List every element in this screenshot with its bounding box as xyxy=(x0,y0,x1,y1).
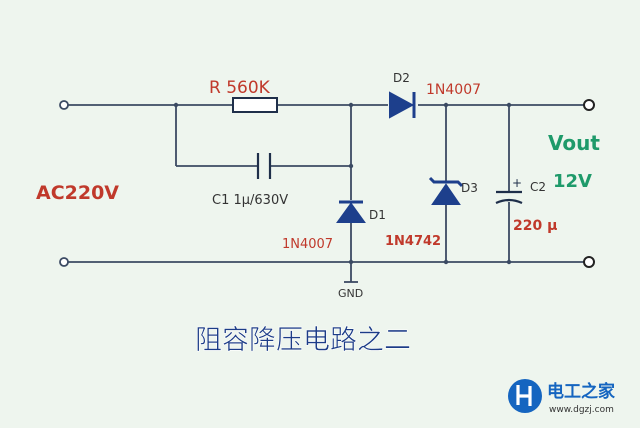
capacitor-c1-label: C1 1μ/630V xyxy=(212,193,288,208)
junction-dot xyxy=(443,102,449,108)
input-voltage-label: AC220V xyxy=(36,182,119,204)
junction-dot xyxy=(173,102,179,108)
output-terminal-bottom xyxy=(583,256,595,268)
d1-ref-label: D1 xyxy=(369,208,386,222)
input-terminal-bottom xyxy=(59,257,69,267)
junction-dot xyxy=(348,102,354,108)
input-terminal-top xyxy=(59,100,69,110)
diagram-title: 阻容降压电路之二 xyxy=(195,325,411,356)
junction-dot xyxy=(348,163,354,169)
d3-ref-label: D3 xyxy=(461,181,478,195)
junction-dot xyxy=(443,259,449,265)
terminals xyxy=(59,99,595,268)
d2-ref-label: D2 xyxy=(393,71,410,85)
junction-dot xyxy=(348,259,354,265)
c2-plus-sign: + xyxy=(512,176,522,190)
diode-d2 xyxy=(389,91,416,119)
diode-d1 xyxy=(336,200,366,223)
c2-ref-label: C2 xyxy=(530,180,546,194)
gnd-label: GND xyxy=(338,287,363,300)
logo-letter-icon xyxy=(516,385,532,406)
watermark-url: www.dgzj.com xyxy=(549,405,614,415)
capacitor-c1 xyxy=(256,153,272,179)
output-terminal-top xyxy=(583,99,595,111)
junction-dot xyxy=(506,102,512,108)
junctions xyxy=(173,102,512,265)
wires xyxy=(64,104,585,282)
watermark-logo: 电工之家 www.dgzj.com xyxy=(508,379,615,415)
vout-value-label: 12V xyxy=(553,171,592,192)
d3-part-label: 1N4742 xyxy=(385,234,441,249)
zener-diode-d3 xyxy=(428,176,464,205)
d2-part-label: 1N4007 xyxy=(426,82,481,98)
resistor-label: R 560K xyxy=(209,78,271,98)
junction-dot xyxy=(506,259,512,265)
d1-part-label: 1N4007 xyxy=(282,237,333,252)
capacitor-c2: + xyxy=(495,176,523,205)
c2-value-label: 220 μ xyxy=(513,218,557,234)
resistor-r xyxy=(232,97,278,113)
watermark-site-name: 电工之家 xyxy=(547,381,615,402)
vout-label: Vout xyxy=(548,131,600,155)
